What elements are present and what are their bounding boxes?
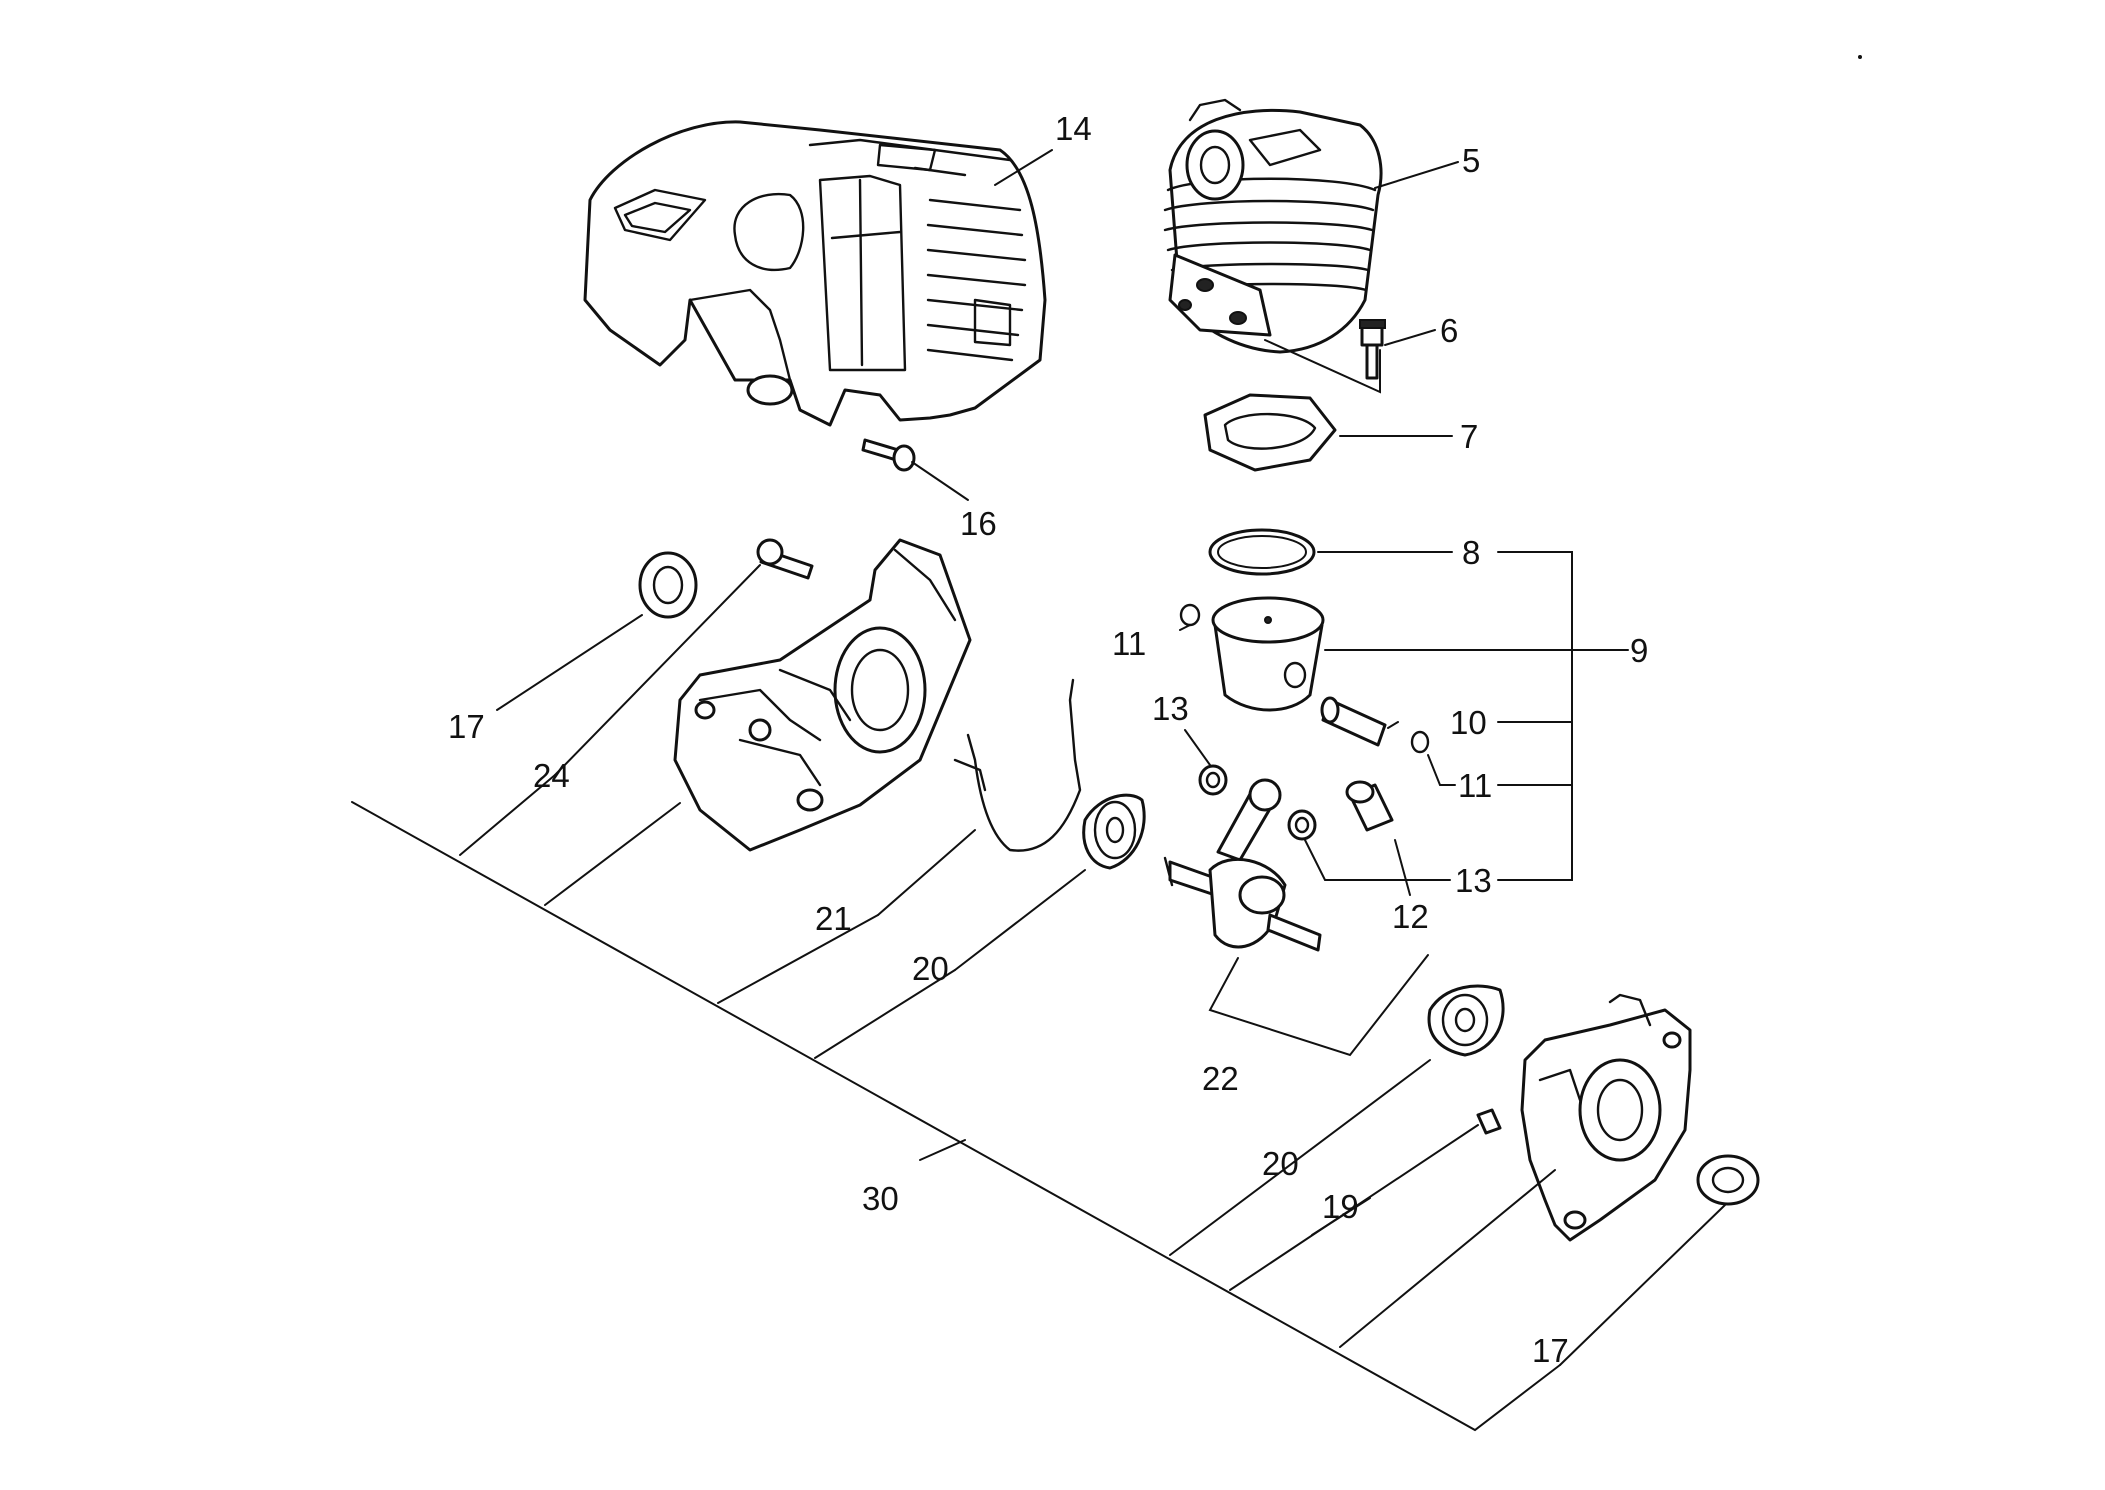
callout-30: 30 <box>862 1180 899 1217</box>
callout-12: 12 <box>1392 898 1429 935</box>
callout-24: 24 <box>533 757 570 794</box>
cover-bolt-part-16 <box>861 438 916 472</box>
piston-pin-part-10 <box>1320 696 1387 747</box>
callout-labels: 14 5 6 7 16 8 9 11 10 11 13 13 12 17 24 … <box>448 110 1648 1369</box>
needle-bearing-part-12 <box>1345 780 1394 832</box>
callout-9: 9 <box>1630 632 1648 669</box>
crankcase-gasket-part-21 <box>953 678 1082 852</box>
crankshaft-part-22 <box>1163 778 1322 952</box>
callout-13-lower: 13 <box>1455 862 1492 899</box>
washer-part-13-right <box>1287 809 1317 841</box>
callout-20-left: 20 <box>912 950 949 987</box>
callout-16: 16 <box>960 505 997 542</box>
oil-seal-part-17-left <box>638 551 698 619</box>
callout-11-lower: 11 <box>1458 767 1492 804</box>
callout-14: 14 <box>1055 110 1092 147</box>
callout-7: 7 <box>1460 418 1478 455</box>
callout-8: 8 <box>1462 534 1480 571</box>
crankcase-bolt-part-24 <box>756 538 814 580</box>
cylinder-bolt-part-6 <box>1359 319 1386 380</box>
oil-seal-part-17-right <box>1696 1154 1760 1206</box>
callout-13-upper: 13 <box>1152 690 1189 727</box>
cylinder-gasket-part-7 <box>1203 393 1337 472</box>
callout-6: 6 <box>1440 312 1458 349</box>
circlip-part-11-lower <box>1410 730 1430 754</box>
crankcase-right-half <box>1520 993 1692 1242</box>
callout-5: 5 <box>1462 142 1480 179</box>
callout-17-right: 17 <box>1532 1332 1569 1369</box>
callout-20-right: 20 <box>1262 1145 1299 1182</box>
callout-11-upper: 11 <box>1112 625 1146 662</box>
callout-17-left: 17 <box>448 708 485 745</box>
crankcase-left-half <box>673 538 972 852</box>
piston-part-9 <box>1211 596 1325 712</box>
circlip-part-11-upper <box>1179 603 1201 627</box>
engine-cover-part-14 <box>583 120 1047 427</box>
bearing-part-20-left <box>1082 793 1146 870</box>
callout-21: 21 <box>815 900 852 937</box>
callout-19: 19 <box>1322 1188 1359 1225</box>
callout-10: 10 <box>1450 704 1487 741</box>
piston-ring-part-8 <box>1208 528 1316 576</box>
dowel-pin-part-19 <box>1476 1108 1502 1135</box>
washer-part-13-left <box>1198 764 1228 796</box>
corner-dot <box>1858 55 1862 59</box>
leader-lines <box>351 149 1726 1432</box>
callout-22: 22 <box>1202 1060 1239 1097</box>
cylinder-part-5 <box>1163 98 1383 354</box>
bearing-part-20-right <box>1427 984 1505 1057</box>
